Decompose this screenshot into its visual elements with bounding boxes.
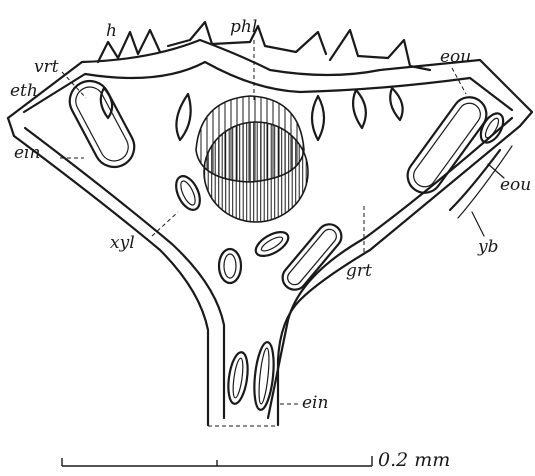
- branch-stub-1: [176, 94, 190, 140]
- scale-bar: 0.2 mm: [62, 449, 450, 471]
- label-ein-left: ein: [14, 143, 40, 163]
- label-eou-top: eou: [440, 47, 471, 67]
- cell-bottom-left: [225, 351, 250, 405]
- leader-xyl: [152, 212, 178, 236]
- label-phl: phl: [230, 17, 257, 37]
- label-h: h: [106, 21, 117, 41]
- cell-bottom-right: [251, 341, 276, 411]
- label-ein-bottom: ein: [302, 393, 328, 413]
- xylem-core: [204, 122, 308, 222]
- leader-yb: [472, 212, 484, 236]
- branch-stub-2: [312, 96, 324, 140]
- branch-stub-4: [390, 88, 402, 120]
- cell-left-large: [63, 74, 142, 174]
- label-grt: grt: [346, 261, 372, 281]
- scale-bar-label: 0.2 mm: [378, 449, 450, 471]
- hyphae-right: [330, 30, 430, 70]
- branch-stub-3: [353, 90, 366, 128]
- cell-small-left: [171, 172, 204, 213]
- tissue-outline-left-lower: [8, 118, 208, 425]
- label-vrt: vrt: [34, 57, 59, 77]
- label-yb: yb: [477, 237, 499, 257]
- label-xyl: xyl: [110, 233, 135, 253]
- endodermis-left: [25, 128, 224, 418]
- cell-mid-lower: [252, 227, 292, 261]
- cell-center-bottom: [219, 249, 241, 283]
- label-eth: eth: [10, 81, 38, 101]
- label-eou-right: eou: [500, 175, 531, 195]
- tissue-outline-outer: [8, 40, 532, 425]
